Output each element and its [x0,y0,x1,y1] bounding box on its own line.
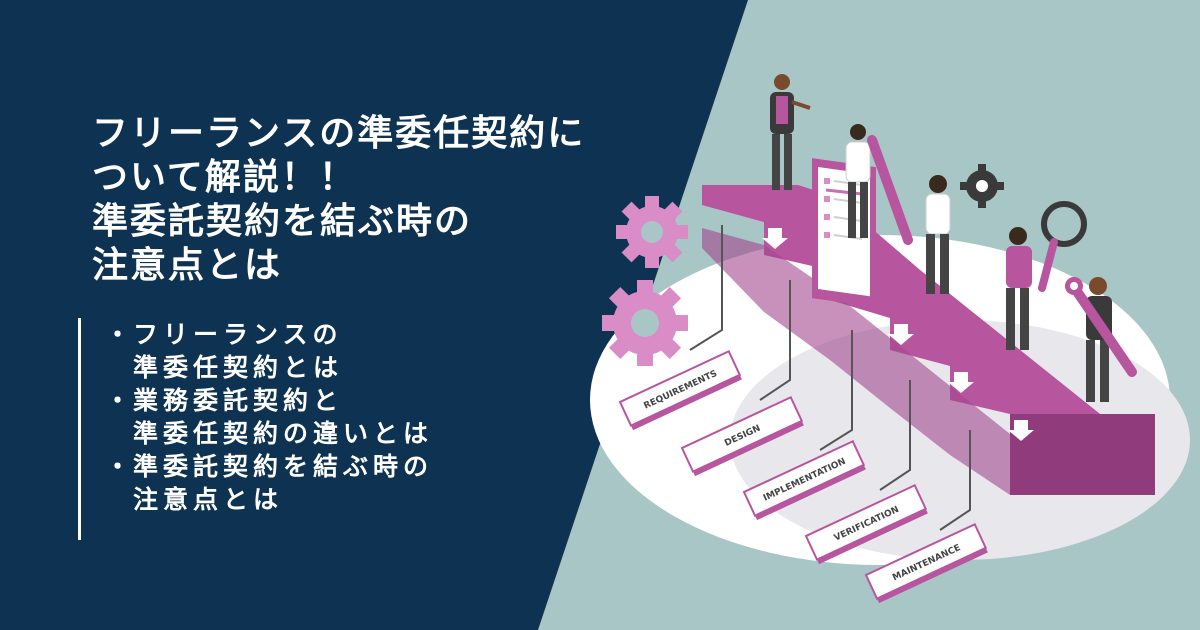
bullet-list: ・ フリーランスの 準委任契約とは ・ 業務委託契約と 準委任契約の違いとは ・… [78,318,548,540]
stair-side [1010,414,1155,495]
stair-front [702,205,1010,495]
page-title: フリーランスの準委任契約に ついて解説！！ 準委託契約を結ぶ時の 注意点とは [92,112,712,288]
person-figure [770,74,811,190]
staircase-illustration: REQUIREMENTS DESIGN IMPLEMENTATION VERIF… [590,74,1190,604]
pencil-icon [867,135,913,245]
magnifier-icon [1038,201,1087,292]
person-figure [1006,227,1032,350]
bullet-line: 業務委託契約と [133,386,344,415]
wrench-icon [1065,277,1137,377]
title-line-1: フリーランスの準委任契約に [92,113,586,154]
gear-icon [960,164,1004,208]
bullet-item: ・ 準委託契約を結ぶ時の 注意点とは [103,450,548,516]
arrow-down-icon [948,372,974,393]
connector-line [759,280,791,401]
bullet-dot: ・ [105,386,136,415]
bullet-line: 準委任契約とは [133,353,344,382]
bullet-line: 準委託契約を結ぶ時の [133,452,434,481]
bullet-line: 注意点とは [133,485,284,514]
connector-line [819,330,853,451]
connector-line [879,380,911,491]
gear-icon [616,196,688,268]
bullet-dot: ・ [105,320,136,349]
bullet-line: 準委任契約の違いとは [133,419,434,448]
bullet-line: フリーランスの [133,320,343,349]
gear-icon [602,280,688,366]
arrow-down-icon [762,228,788,249]
title-line-4: 注意点とは [92,245,283,286]
arrow-down-icon [888,324,914,345]
connector-line [689,225,723,351]
phase-card-design: DESIGN [680,395,804,477]
title-line-3: 準委託契約を結ぶ時の [92,201,473,242]
bullet-item: ・ 業務委託契約と 準委任契約の違いとは [103,384,548,450]
person-figure [925,175,951,294]
title-line-2: ついて解説！！ [92,157,357,198]
person-figure [845,124,871,238]
connector-line [939,430,971,531]
arrow-down-icon [1008,420,1034,441]
bullet-item: ・ フリーランスの 準委任契約とは [103,318,548,384]
bullet-dot: ・ [105,452,136,481]
